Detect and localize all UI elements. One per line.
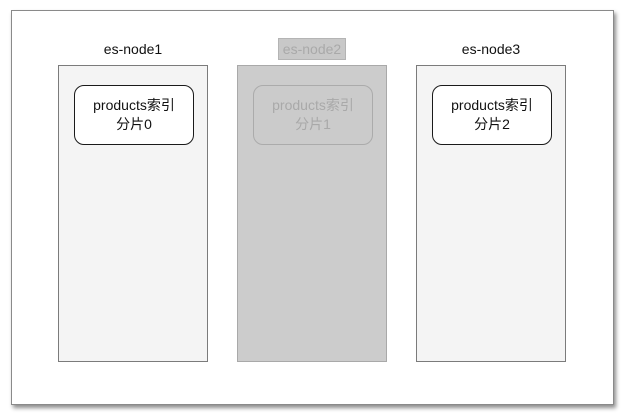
node-1-box: products索引 分片0 [58, 65, 208, 362]
node-1-shard-index: products索引 [93, 97, 175, 113]
node-2-name: es-node2 [277, 38, 347, 60]
node-3-shard-index: products索引 [451, 97, 533, 113]
node-3-shard: products索引 分片2 [432, 85, 552, 145]
node-2-box: products索引 分片1 [237, 65, 387, 362]
node-1-name: es-node1 [103, 41, 163, 57]
node-2-shard-number: 分片1 [295, 116, 331, 132]
node-1-label: es-node1 [58, 39, 208, 59]
node-1-shard-number: 分片0 [116, 116, 152, 132]
node-3-box: products索引 分片2 [416, 65, 566, 362]
node-3-name: es-node3 [461, 41, 521, 57]
node-1-shard: products索引 分片0 [74, 85, 194, 145]
node-3-label: es-node3 [416, 39, 566, 59]
node-2-shard: products索引 分片1 [253, 85, 373, 145]
node-3-shard-number: 分片2 [474, 116, 510, 132]
node-2-shard-index: products索引 [272, 97, 354, 113]
node-2-label: es-node2 [237, 38, 387, 60]
